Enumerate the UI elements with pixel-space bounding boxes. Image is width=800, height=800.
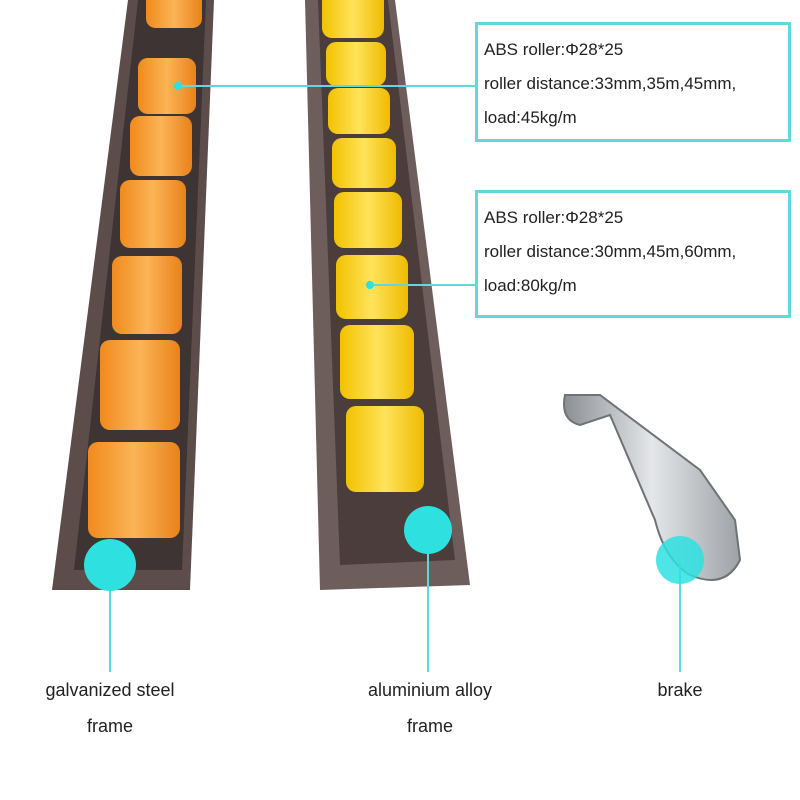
roller bbox=[332, 138, 396, 188]
label-brake: brake bbox=[600, 672, 760, 708]
marker-dots bbox=[84, 82, 704, 591]
brake-clip bbox=[563, 394, 742, 581]
spec-line: roller distance:33mm,35m,45mm, bbox=[484, 74, 737, 93]
roller bbox=[130, 116, 192, 176]
spec-line: ABS roller:Φ28*25 bbox=[484, 40, 624, 59]
roller bbox=[340, 325, 414, 399]
label-line: galvanized steel bbox=[45, 680, 175, 700]
roller bbox=[346, 406, 424, 492]
roller bbox=[112, 256, 182, 334]
roller bbox=[100, 340, 180, 430]
roller bbox=[138, 58, 196, 114]
roller bbox=[120, 180, 186, 248]
spec-line: roller distance:30mm,45m,60mm, bbox=[484, 242, 737, 261]
label-line: frame bbox=[406, 716, 453, 736]
label-galvanized-steel-frame: galvanized steel frame bbox=[10, 672, 210, 744]
leader-lines bbox=[109, 85, 681, 672]
spec-line: load:80kg/m bbox=[484, 276, 577, 295]
spec-line: ABS roller:Φ28*25 bbox=[484, 208, 624, 227]
label-line: frame bbox=[86, 716, 133, 736]
spec-box-steel: ABS roller:Φ28*25 roller distance:33mm,3… bbox=[475, 22, 791, 142]
roller bbox=[322, 0, 384, 38]
roller bbox=[328, 88, 390, 134]
spec-line: load:45kg/m bbox=[484, 108, 577, 127]
label-line: brake bbox=[657, 680, 703, 700]
galvanized-steel-rail bbox=[52, 0, 214, 590]
roller bbox=[88, 442, 180, 538]
roller bbox=[146, 0, 202, 28]
spec-box-aluminium: ABS roller:Φ28*25 roller distance:30mm,4… bbox=[475, 190, 791, 318]
aluminium-alloy-rail bbox=[305, 0, 470, 590]
roller bbox=[334, 192, 402, 248]
roller bbox=[326, 42, 386, 86]
label-line: aluminium alloy bbox=[367, 680, 493, 700]
label-aluminium-alloy-frame: aluminium alloy frame bbox=[330, 672, 530, 744]
